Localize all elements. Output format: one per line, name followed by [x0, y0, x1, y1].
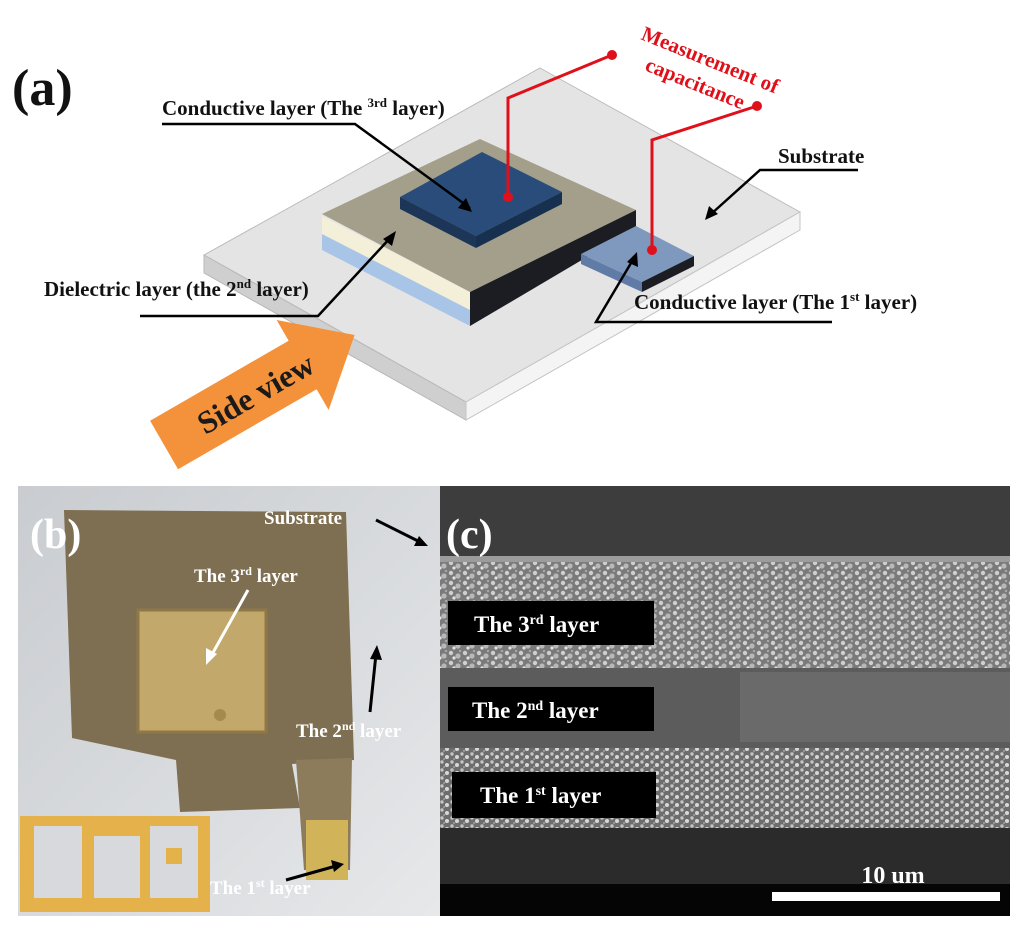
panel-c-tag: (c) [446, 512, 493, 558]
layer3-electrode-front [400, 197, 476, 248]
sem-layer2-texture [740, 672, 1010, 742]
panel-a-tag: (a) [12, 60, 73, 117]
arrowhead-conductive1 [627, 252, 638, 267]
dielectric-cream-edge [322, 216, 470, 310]
sem-layer2-label: The 2nd layer [472, 698, 599, 723]
leader-conductive1 [593, 257, 832, 324]
sem-top-band [440, 486, 1010, 556]
arrowhead-conductive3 [458, 198, 472, 212]
sem-layer1-label: The 1st layer [480, 783, 601, 808]
layer3-electrode-top [400, 152, 562, 236]
sem-layer3-box [448, 601, 654, 645]
layer3-film-side [470, 210, 636, 326]
layer1-pad-side [642, 256, 694, 292]
inset-window-2 [94, 836, 140, 898]
arrow-b-layer1 [285, 864, 337, 882]
panel-b-layer1-label: The 1st layer [210, 876, 311, 899]
leader-conductive3 [162, 122, 471, 210]
leader-dielectric [140, 235, 393, 318]
scale-bar [772, 892, 1000, 901]
arrowhead-b-layer2 [370, 645, 382, 660]
panel-b-layer2-label: The 2nd layer [296, 719, 402, 742]
arrow-b-layer2 [368, 653, 378, 713]
measurement-line-top [506, 53, 613, 197]
sem-substrate-line [440, 556, 1010, 562]
panel-b-photo: (b) Substrate The 3rd layer The 2nd laye… [18, 486, 440, 916]
layer1-pad-front [581, 254, 642, 292]
arrowhead-dielectric [383, 231, 396, 246]
panel-b-layer3-label: The 3rd layer [194, 564, 298, 587]
scale-bar-label: 10 um [861, 863, 924, 889]
inset-window-1 [34, 826, 82, 898]
dielectric-label: Dielectric layer (the 2nd layer) [44, 276, 309, 301]
sem-layer2-box [448, 687, 654, 731]
arrowhead-b-substrate [414, 536, 428, 546]
arrowhead-b-layer1 [331, 860, 344, 872]
arrowhead-b-layer3 [206, 648, 217, 665]
panel-b-substrate-label: Substrate [264, 508, 342, 529]
arrow-b-substrate [375, 518, 421, 544]
layer3-square [136, 608, 268, 734]
sem-layer3-label: The 3rd layer [474, 612, 599, 637]
measurement-end-pad [752, 101, 762, 111]
substrate-plate-side [465, 211, 801, 421]
leader-substrate [709, 168, 858, 216]
arrow-b-layer3 [208, 589, 250, 659]
panel-b-tag: (b) [30, 512, 81, 558]
measurement-probe-pad [647, 245, 657, 255]
layer1-pad-photo [306, 820, 348, 880]
dielectric-blue-edge [322, 232, 470, 326]
measurement-line-pad [650, 104, 758, 250]
substrate-label: Substrate [778, 144, 864, 168]
layer3-electrode-side [476, 192, 562, 248]
sem-layer1-box [452, 772, 656, 818]
arrowhead-substrate [705, 206, 718, 220]
measurement-end-top [607, 50, 617, 60]
conductive1-label: Conductive layer (The 1st layer) [634, 289, 917, 314]
inset-window-3-square [166, 848, 182, 864]
conductive3-label: Conductive layer (The 3rd layer) [162, 95, 445, 120]
layer3-contact-dot [214, 709, 226, 721]
panel-c-sem: (c) The 3rd layer The 2nd layer The 1st … [440, 486, 1010, 916]
measurement-probe-top [503, 192, 513, 202]
layer1-pad-top [581, 226, 694, 282]
panel-a: Side view (a) Measurement of capacitance… [12, 21, 917, 470]
